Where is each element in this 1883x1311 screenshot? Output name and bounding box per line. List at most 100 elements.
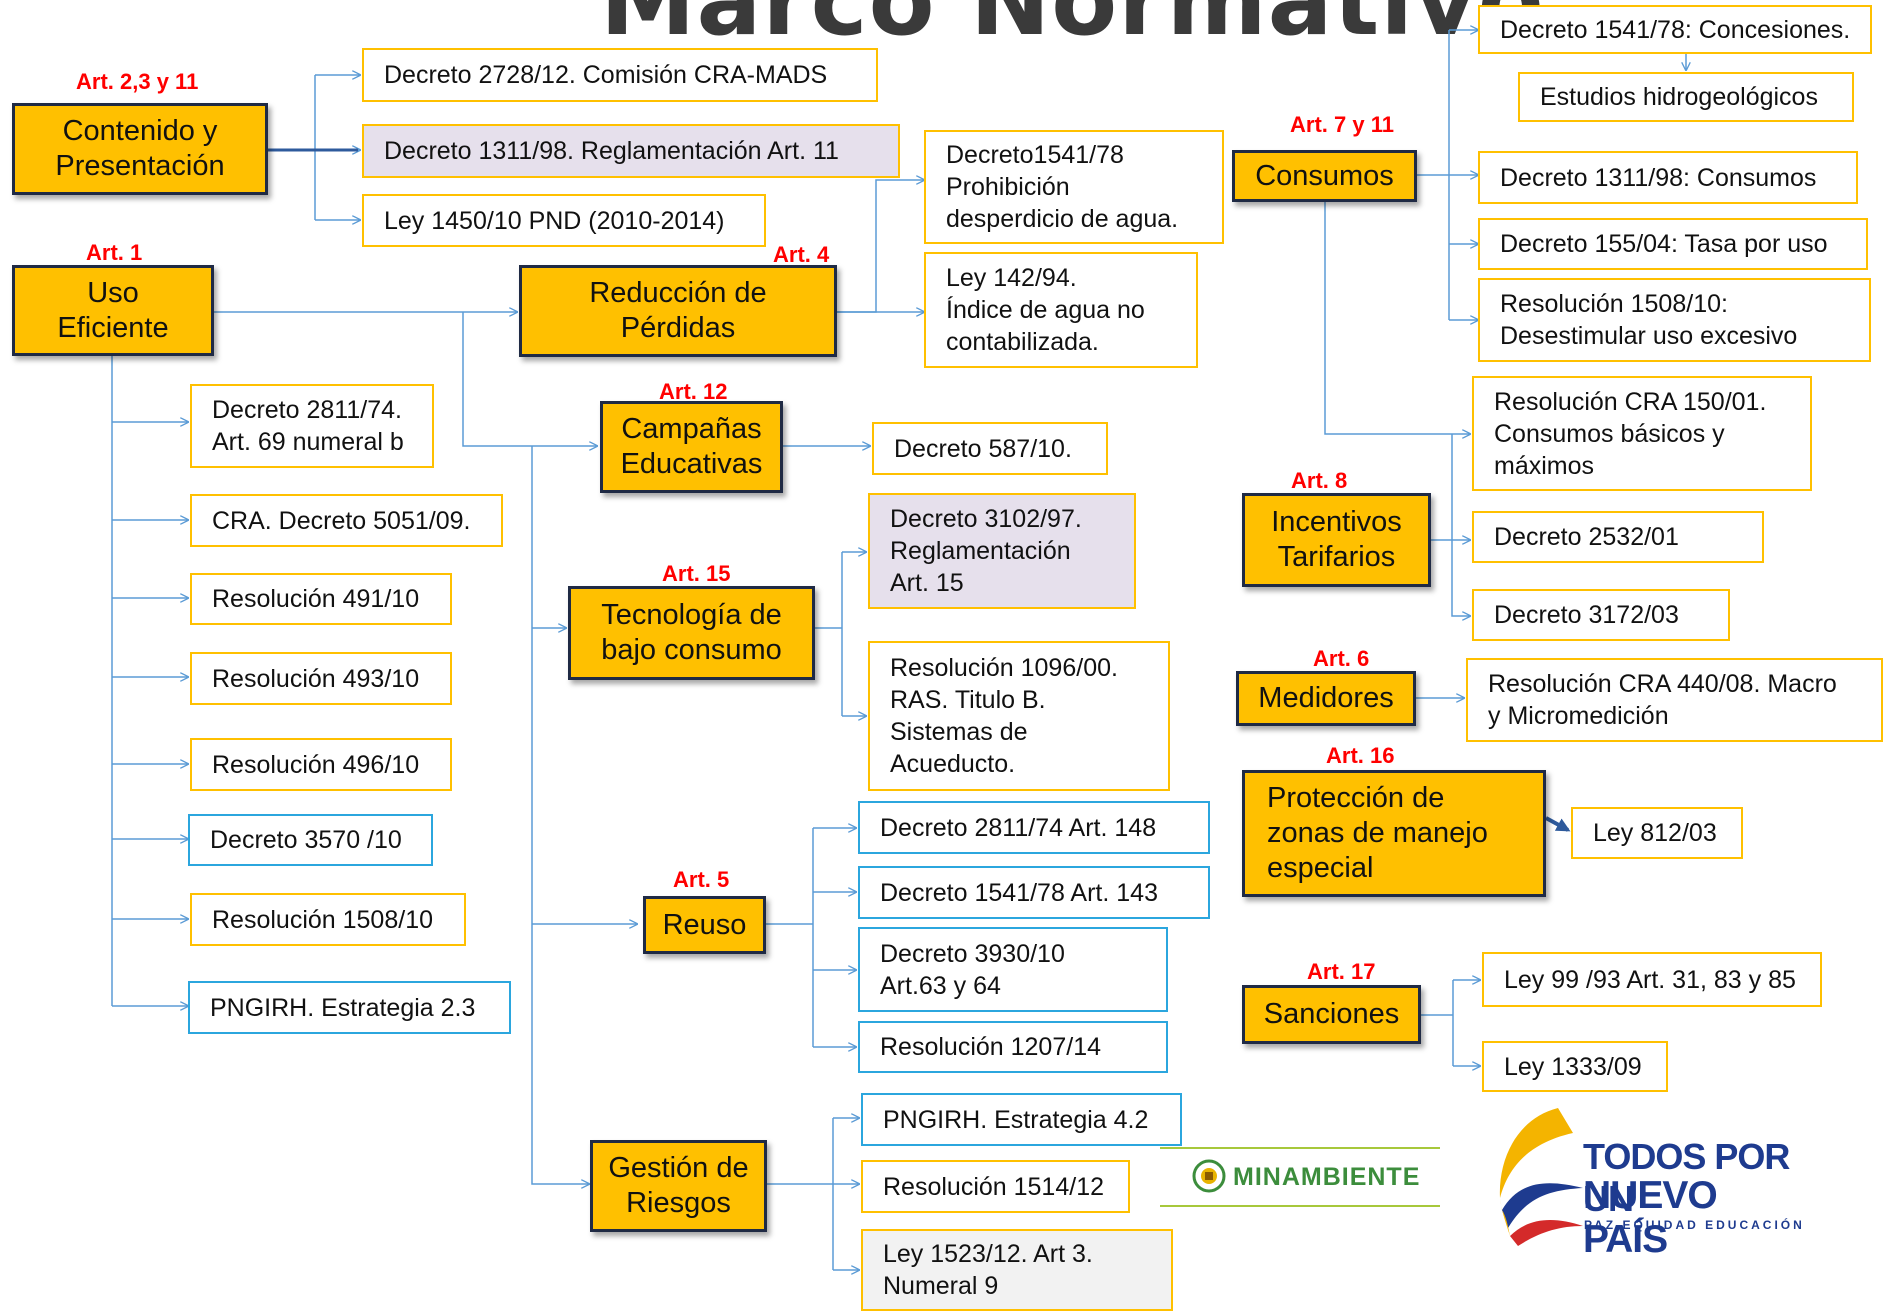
category-label: Tecnología de bajo consumo — [601, 599, 782, 666]
norm-text: Decreto 2728/12. Comisión CRA-MADS — [384, 61, 828, 89]
norm-text: Decreto 2811/74. Art. 69 numeral b — [212, 396, 404, 456]
category-tecnologia-bajo-consumo: Tecnología de bajo consumo — [568, 586, 815, 680]
norm-text: Decreto 1311/98. Reglamentación Art. 11 — [384, 137, 839, 165]
norm-resolucion-cra-440: Resolución CRA 440/08. Macro y Micromedi… — [1466, 658, 1883, 742]
norm-resolucion-cra-150: Resolución CRA 150/01. Consumos básicos … — [1472, 376, 1812, 491]
category-label: Incentivos Tarifarios — [1271, 506, 1402, 573]
norm-text: Resolución 496/10 — [212, 750, 420, 779]
norm-decreto-3930: Decreto 3930/10 Art.63 y 64 — [858, 927, 1168, 1012]
art-label-proteccion: Art. 16 — [1326, 743, 1395, 768]
art-label-campanas: Art. 12 — [659, 379, 728, 404]
art-label-reuso: Art. 5 — [673, 867, 730, 892]
norm-text: Resolución 1096/00. RAS. Titulo B. Siste… — [890, 654, 1118, 778]
norm-decreto-2811-art148: Decreto 2811/74 Art. 148 — [858, 801, 1210, 854]
category-contenido-presentacion: Contenido y Presentación — [12, 103, 268, 195]
norm-text: Ley 1523/12. Art 3. Numeral 9 — [883, 1240, 1093, 1300]
norm-text: Resolución 1508/10 — [212, 905, 433, 934]
norm-cra-decreto-5051: CRA. Decreto 5051/09. — [190, 494, 503, 547]
norm-decreto-3172: Decreto 3172/03 — [1472, 589, 1730, 641]
norm-ley-1333: Ley 1333/09 — [1482, 1041, 1668, 1092]
norm-text: Decreto 1541/78: Concesiones. — [1500, 15, 1851, 44]
category-reuso: Reuso — [643, 896, 766, 954]
category-label: Protección de zonas de manejo especial — [1267, 782, 1488, 884]
minambiente-logo: MINAMBIENTE — [1160, 1147, 1440, 1207]
gov-logo-line1: TODOS POR UN — [1583, 1136, 1790, 1219]
category-label: Reuso — [662, 908, 747, 941]
norm-text: Decreto 3102/97. Reglamentación Art. 15 — [890, 505, 1082, 597]
norm-pngirh-4-2: PNGIRH. Estrategia 4.2 — [861, 1093, 1182, 1146]
norm-text: Decreto 2811/74 Art. 148 — [880, 813, 1157, 842]
norm-decreto-3570: Decreto 3570 /10 — [188, 814, 433, 866]
norm-text: Decreto 587/10. — [894, 434, 1072, 463]
norm-text: Ley 1333/09 — [1504, 1052, 1642, 1081]
norm-estudios-hidrogeologicos: Estudios hidrogeológicos — [1518, 72, 1854, 122]
colombia-shield-icon — [1192, 1159, 1226, 1193]
norm-text: Decreto 3172/03 — [1494, 601, 1679, 629]
norm-decreto-1541-concesiones: Decreto 1541/78: Concesiones. — [1478, 5, 1872, 54]
norm-text: Resolución CRA 440/08. Macro y Micromedi… — [1488, 670, 1837, 730]
norm-text: Decreto 3930/10 Art.63 y 64 — [880, 939, 1065, 1000]
norm-text: PNGIRH. Estrategia 4.2 — [883, 1105, 1149, 1134]
norm-decreto-1311-reglamentacion: Decreto 1311/98. Reglamentación Art. 11 — [362, 124, 900, 178]
norm-text: Decreto 3570 /10 — [210, 826, 402, 854]
category-consumos: Consumos — [1232, 150, 1417, 202]
category-label: Gestión de Riesgos — [608, 1152, 749, 1219]
norm-text: Decreto 1311/98: Consumos — [1500, 163, 1817, 192]
norm-decreto-1311-consumos: Decreto 1311/98: Consumos — [1478, 151, 1858, 204]
norm-text: Decreto 155/04: Tasa por uso — [1500, 230, 1828, 258]
norm-text: Resolución CRA 150/01. Consumos básicos … — [1494, 387, 1767, 480]
norm-text: Ley 99 /93 Art. 31, 83 y 85 — [1504, 965, 1796, 994]
category-label: Reducción de Pérdidas — [589, 277, 767, 344]
category-label: Campañas Educativas — [620, 413, 763, 480]
logo-divider — [1160, 1205, 1440, 1207]
norm-text: Ley 142/94. Índice de agua no contabiliz… — [946, 264, 1145, 356]
norm-text: Resolución 1207/14 — [880, 1033, 1101, 1061]
category-gestion-riesgos: Gestión de Riesgos — [590, 1140, 767, 1232]
category-reduccion-perdidas: Reducción de Pérdidas — [519, 265, 837, 357]
swoosh-icon — [1499, 1108, 1583, 1246]
norm-ley-99: Ley 99 /93 Art. 31, 83 y 85 — [1482, 952, 1822, 1007]
category-label: Medidores — [1258, 682, 1394, 714]
category-sanciones: Sanciones — [1242, 985, 1421, 1044]
gov-logo-line2: NUEVO PAÍS — [1583, 1174, 1718, 1261]
norm-ley-142: Ley 142/94. Índice de agua no contabiliz… — [924, 252, 1198, 368]
norm-ley-1450: Ley 1450/10 PND (2010-2014) — [362, 194, 766, 247]
gov-logo-line3: PAZ EQUIDAD EDUCACIÓN — [1584, 1218, 1805, 1232]
norm-decreto-155: Decreto 155/04: Tasa por uso — [1478, 218, 1868, 270]
norm-decreto-2811-art69: Decreto 2811/74. Art. 69 numeral b — [190, 384, 434, 468]
art-label-tecnologia: Art. 15 — [662, 561, 731, 586]
norm-resolucion-491: Resolución 491/10 — [190, 573, 452, 625]
norm-decreto-2728: Decreto 2728/12. Comisión CRA-MADS — [362, 48, 878, 102]
art-label-incentivos: Art. 8 — [1291, 468, 1348, 493]
art-label-contenido: Art. 2,3 y 11 — [76, 69, 199, 94]
norm-resolucion-1514: Resolución 1514/12 — [861, 1160, 1130, 1213]
norm-text: CRA. Decreto 5051/09. — [212, 506, 471, 535]
norm-text: PNGIRH. Estrategia 2.3 — [210, 993, 476, 1022]
norm-text: Estudios hidrogeológicos — [1540, 83, 1818, 111]
logo-divider — [1160, 1147, 1440, 1149]
norm-text: Resolución 1508/10: Desestimular uso exc… — [1500, 290, 1798, 350]
norm-decreto-1541-desperdicio: Decreto1541/78 Prohibición desperdicio d… — [924, 130, 1224, 244]
norm-resolucion-1207: Resolución 1207/14 — [858, 1021, 1168, 1073]
norm-decreto-3102: Decreto 3102/97. Reglamentación Art. 15 — [868, 493, 1136, 609]
norm-text: Ley 812/03 — [1593, 819, 1717, 847]
norm-decreto-587: Decreto 587/10. — [872, 422, 1108, 475]
norm-text: Ley 1450/10 PND (2010-2014) — [384, 206, 725, 235]
art-label-sanciones: Art. 17 — [1307, 959, 1376, 984]
category-label: Sanciones — [1263, 998, 1400, 1030]
category-label: Uso Eficiente — [57, 276, 169, 344]
norm-text: Decreto 1541/78 Art. 143 — [880, 878, 1158, 907]
minambiente-text: MINAMBIENTE — [1233, 1163, 1421, 1191]
norm-text: Decreto 2532/01 — [1494, 523, 1679, 551]
norm-resolucion-496: Resolución 496/10 — [190, 738, 452, 791]
norm-resolucion-1508: Resolución 1508/10 — [190, 893, 466, 946]
norm-decreto-1541-art143: Decreto 1541/78 Art. 143 — [858, 866, 1210, 919]
norm-text: Resolución 1514/12 — [883, 1172, 1104, 1201]
art-label-reduccion: Art. 4 — [773, 242, 830, 267]
norm-text: Decreto1541/78 Prohibición desperdicio d… — [946, 141, 1179, 233]
art-label-consumos: Art. 7 y 11 — [1290, 112, 1394, 137]
norm-pngirh-2-3: PNGIRH. Estrategia 2.3 — [188, 981, 511, 1034]
category-campanas-educativas: Campañas Educativas — [600, 401, 783, 493]
norm-ley-1523: Ley 1523/12. Art 3. Numeral 9 — [861, 1229, 1173, 1311]
norm-resolucion-493: Resolución 493/10 — [190, 652, 452, 705]
